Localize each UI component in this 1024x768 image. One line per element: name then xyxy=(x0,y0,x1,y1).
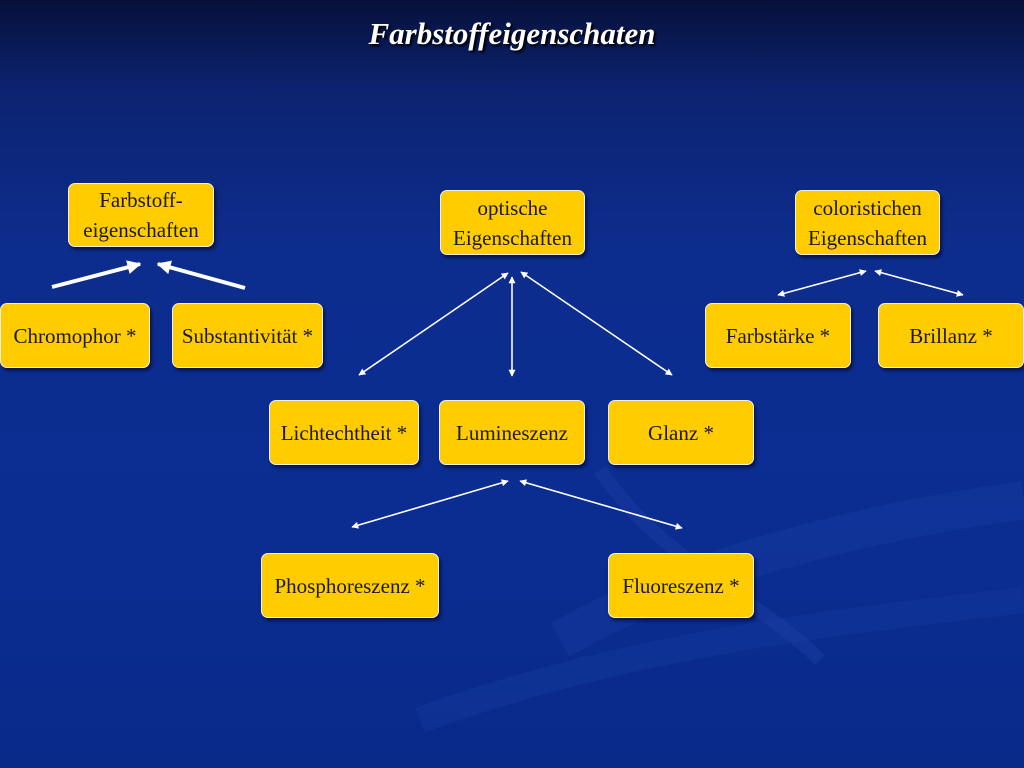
arrow-coloristichen-brillanz xyxy=(874,269,964,297)
arrow-coloristichen-farbstaerke xyxy=(777,269,867,297)
arrow-lumineszenz-fluoreszenz xyxy=(519,479,683,530)
arrow-substantivitaet-to-farbstoff xyxy=(156,260,246,290)
node-substantivitaet: Substantivität * xyxy=(172,303,323,368)
arrow-optische-glanz xyxy=(520,271,673,376)
node-glanz: Glanz * xyxy=(608,400,754,465)
node-lumineszenz: Lumineszenz xyxy=(439,400,585,465)
arrow-lumineszenz-phosphoreszenz xyxy=(351,479,509,529)
arrow-chromophor-to-farbstoff xyxy=(51,260,142,289)
node-farbstaerke: Farbstärke * xyxy=(705,303,851,368)
node-brillanz: Brillanz * xyxy=(878,303,1024,368)
arrow-optische-lichtechtheit xyxy=(358,272,509,376)
node-farbstoffeigenschaften: Farbstoff- eigenschaften xyxy=(68,183,214,247)
node-phosphoreszenz: Phosphoreszenz * xyxy=(261,553,439,618)
node-coloristichen-eigenschaften: coloristichen Eigenschaften xyxy=(795,190,940,255)
node-optische-eigenschaften: optische Eigenschaften xyxy=(440,190,585,255)
node-chromophor: Chromophor * xyxy=(0,303,150,368)
node-lichtechtheit: Lichtechtheit * xyxy=(269,400,419,465)
node-fluoreszenz: Fluoreszenz * xyxy=(608,553,754,618)
slide-title: Farbstoffeigenschaten xyxy=(368,16,656,51)
